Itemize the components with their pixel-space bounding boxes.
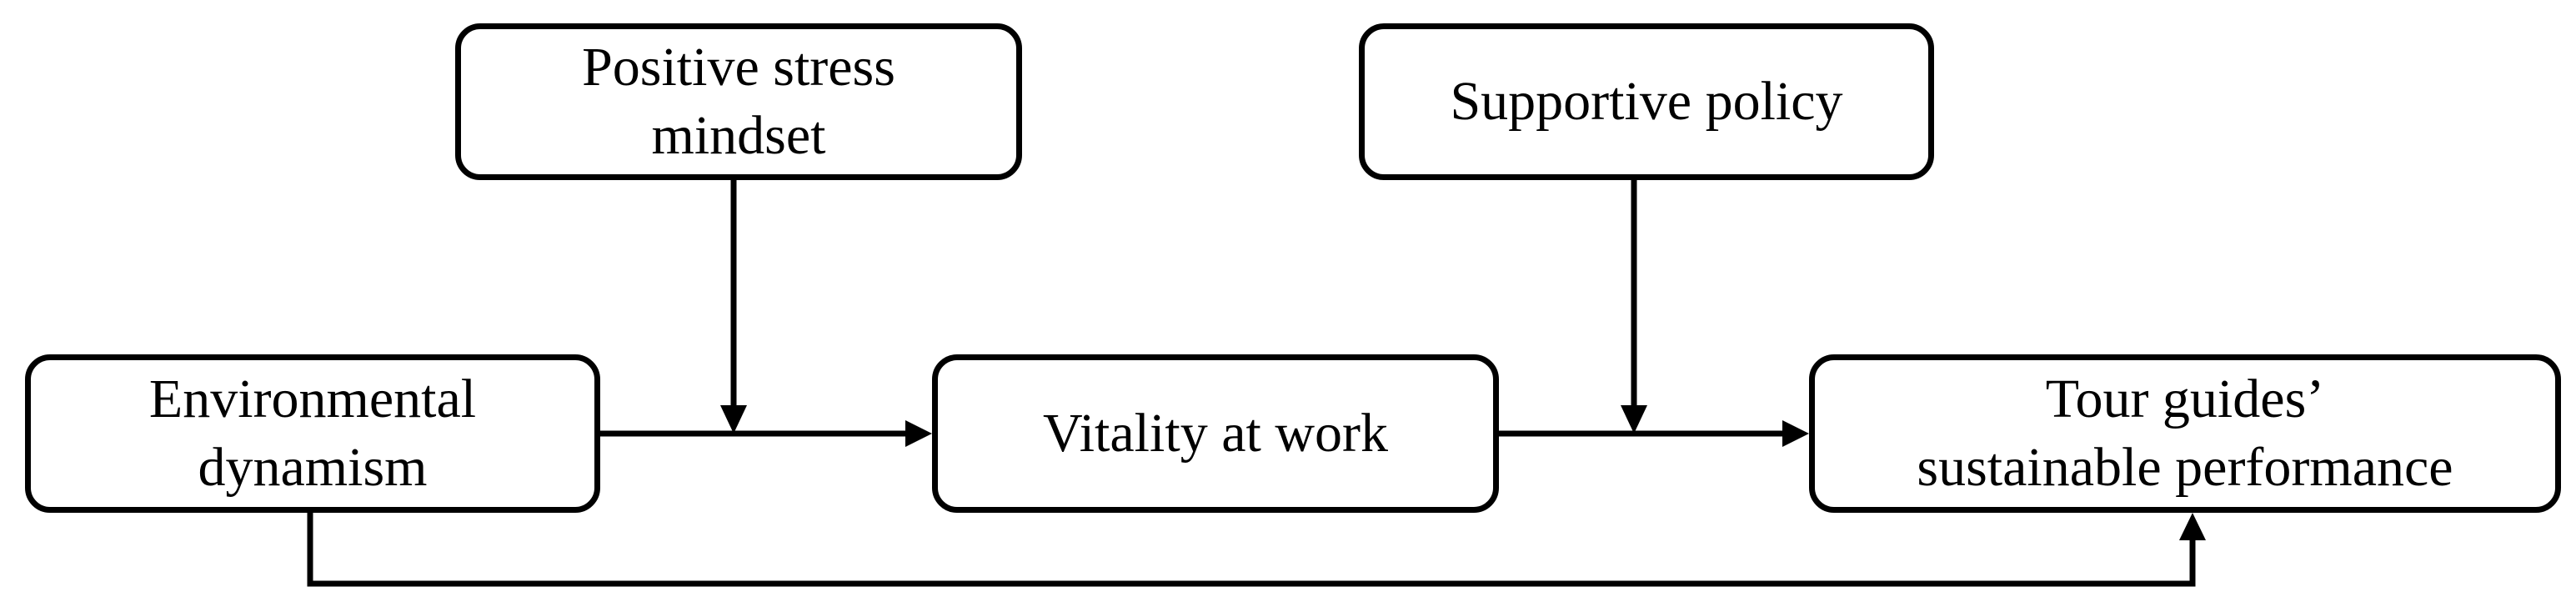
arrowhead-policy [1621, 405, 1647, 434]
node-vitality-at-work: Vitality at work [932, 354, 1499, 513]
node-label-supportive-policy: Supportive policy [1450, 71, 1843, 132]
node-sustainable-performance: Tour guides’ sustainable performance [1809, 354, 2561, 513]
node-supportive-policy: Supportive policy [1359, 23, 1934, 180]
node-label-sustainable-performance: Tour guides’ sustainable performance [1917, 369, 2453, 498]
arrowhead-performance [1782, 420, 1809, 447]
node-label-vitality-at-work: Vitality at work [1043, 403, 1388, 464]
arrowhead-direct [2179, 513, 2206, 540]
arrowhead-stress [720, 405, 747, 434]
node-environmental-dynamism: Environmental dynamism [25, 354, 600, 513]
node-positive-stress-mindset: Positive stress mindset [455, 23, 1022, 180]
node-label-environmental-dynamism: Environmental dynamism [148, 369, 477, 498]
arrowhead-vitality [905, 420, 932, 447]
arrow-environmental-to-performance [307, 513, 2196, 587]
node-label-positive-stress-mindset: Positive stress mindset [582, 37, 895, 166]
